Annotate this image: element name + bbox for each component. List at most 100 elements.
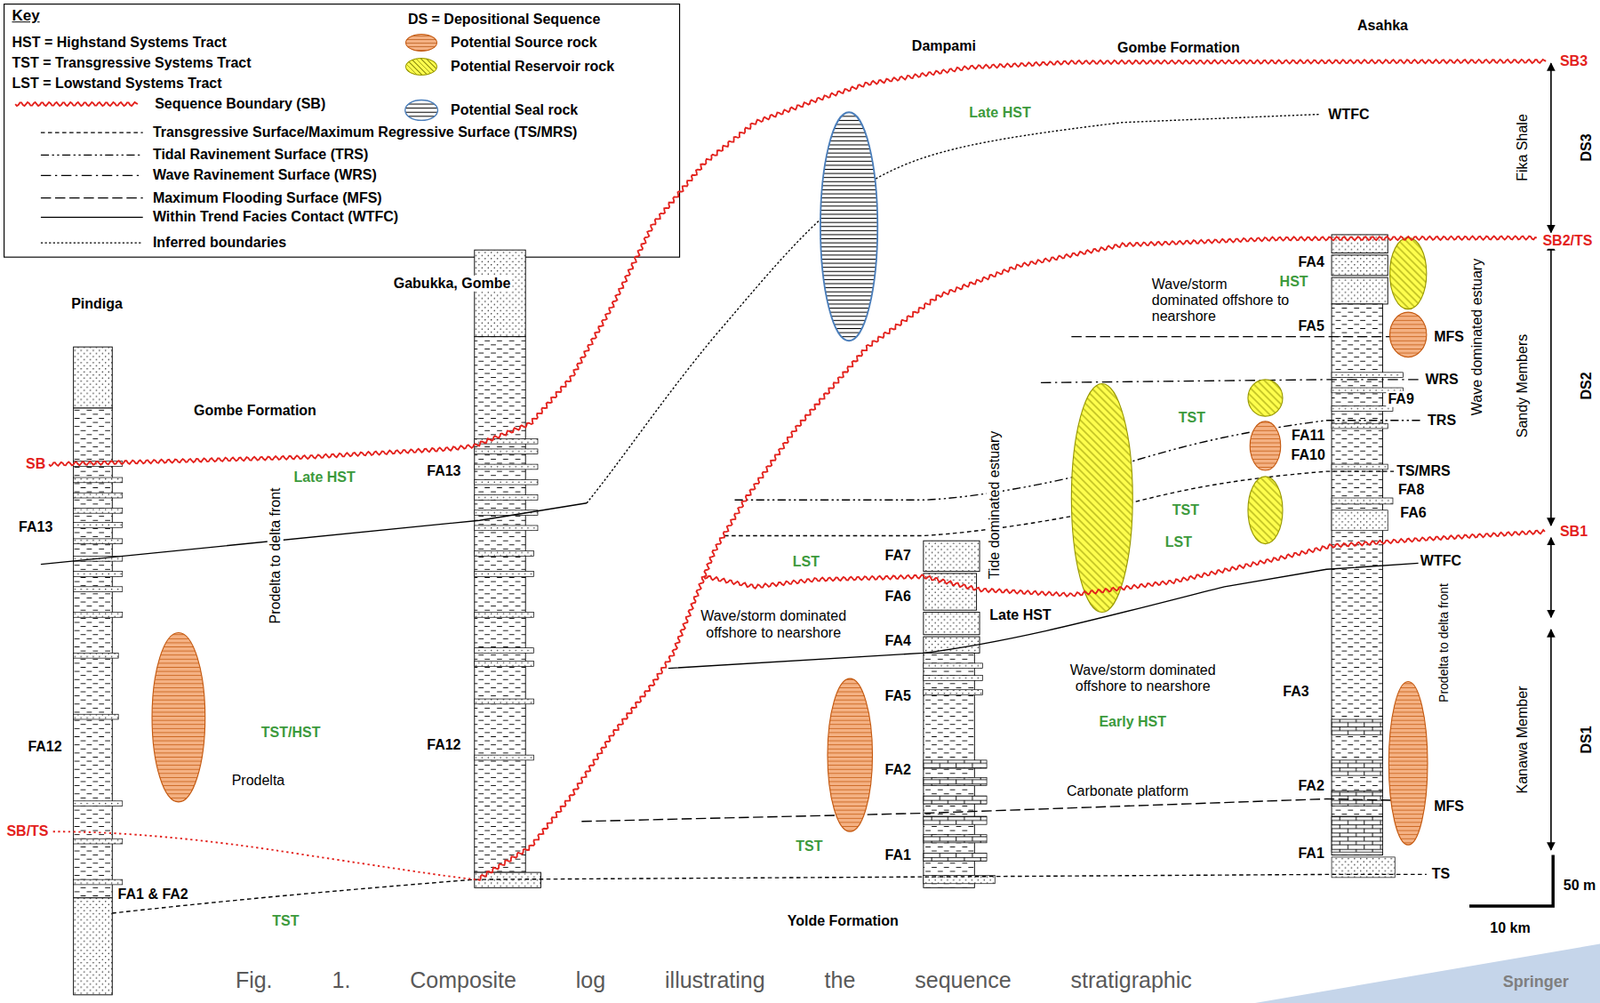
key-sequence-boundary-sample (15, 102, 138, 106)
log-label: FA1 (1296, 845, 1326, 862)
legend-text: Within Trend Facies Contact (WTFC) (151, 208, 400, 225)
environment-label: Tide dominated estuary (986, 429, 1003, 582)
log-label: FA11 (1289, 427, 1327, 444)
log-label: Dampami (910, 37, 978, 54)
systems-tract-label: HST (1278, 273, 1311, 290)
systems-tract-label: Late HST (291, 469, 357, 486)
environment-label: Wave/storm dominated offshore to nearsho… (1150, 276, 1297, 326)
systems-tract-label: TST (1170, 502, 1201, 519)
log-label: Pindiga (69, 296, 125, 312)
environment-label: Carbonate platform (1064, 783, 1191, 800)
log-label: FA5 (883, 687, 913, 704)
log-label: FA6 (883, 588, 913, 605)
log-label: FA4 (883, 632, 913, 648)
sequence-boundary-label: SB2/TS (1540, 232, 1594, 249)
log-label: FA10 (1289, 447, 1328, 464)
sequence-boundary-label: SB (24, 456, 48, 472)
systems-tract-label: TST (270, 912, 301, 929)
log-label: FA9 (1385, 390, 1416, 407)
log-label: FA4 (1296, 254, 1326, 271)
log-label: 50 m (1561, 877, 1598, 894)
systems-tract-label: Late HST (967, 104, 1032, 121)
environment-label: Wave/storm dominated offshore to nearsho… (695, 608, 852, 641)
environment-label: Prodelta to delta front (267, 486, 284, 626)
legend-text: Sequence Boundary (SB) (152, 96, 328, 112)
environment-label: Sandy Members (1514, 332, 1531, 440)
legend-text: HST = Highstand Systems Tract (9, 34, 228, 51)
log-label: Asahka (1355, 16, 1410, 33)
legend-text: Potential Reservoir rock (448, 57, 616, 74)
log-label: FA5 (1296, 318, 1326, 335)
log-label: TS (1430, 865, 1452, 882)
log-label: FA1 (883, 846, 913, 863)
sequence-label: DS3 (1578, 132, 1595, 164)
log-label: Gabukka, Gombe (392, 275, 513, 292)
legend-text: Potential Source rock (448, 34, 600, 51)
systems-tract-label: TST/HST (259, 724, 323, 741)
sequence-boundary-label: SB3 (1558, 53, 1590, 70)
log-label: TS/MRS (1394, 463, 1452, 480)
environment-label: Wave/storm dominated offshore to nearsho… (1054, 662, 1232, 696)
sequence-boundary (704, 529, 1545, 597)
log-label: MFS (1432, 797, 1466, 814)
sequence-boundary-label: SB1 (1558, 523, 1590, 540)
legend-text: LST = Lowstand Systems Tract (9, 75, 224, 92)
publisher-mark: Springer (1501, 972, 1571, 992)
scale-bar (1469, 855, 1553, 906)
systems-tract-label: LST (1163, 534, 1194, 551)
key-line-samples (40, 132, 144, 243)
legend-text: Potential Seal rock (448, 102, 580, 119)
log-label: FA3 (1280, 683, 1311, 700)
seal-sample (405, 99, 439, 120)
legend-text: Maximum Flooding Surface (MFS) (151, 189, 384, 206)
key-heading: Key (9, 8, 41, 26)
sequence-label: DS1 (1578, 723, 1595, 755)
environment-label: Prodelta to delta front (1436, 581, 1451, 704)
systems-tract-label: TST (1176, 409, 1208, 426)
log-label: Yolde Formation (785, 912, 901, 929)
legend-swatch (405, 33, 438, 52)
sequence-range-arrows (1550, 63, 1552, 850)
log-label: MFS (1432, 328, 1466, 344)
log-label: FA2 (883, 761, 913, 778)
log-label: TRS (1425, 412, 1458, 429)
log-label: Gombe Formation (192, 402, 319, 419)
legend-text: Wave Ravinement Surface (WRS) (151, 167, 379, 184)
log-label: FA12 (424, 736, 463, 752)
figure-caption: Fig. 1. Composite log illustrating the s… (233, 966, 1194, 992)
legend-text: TST = Transgressive Systems Tract (9, 55, 253, 72)
log-label: FA6 (1398, 504, 1428, 521)
stratal-surfaces (40, 114, 1427, 913)
legend-text: Inferred boundaries (151, 234, 288, 251)
legend-text: DS = Depositional Sequence (406, 11, 603, 28)
log-label: Late HST (987, 607, 1053, 624)
sequence-boundary-label: SB/TS (4, 823, 50, 840)
environment-label: Kanawa Member (1514, 683, 1531, 795)
log-label: WTFC (1326, 105, 1371, 122)
log-label: FA1 & FA2 (116, 886, 191, 903)
legend-text: Tidal Ravinement Surface (TRS) (151, 146, 370, 163)
sequence-boundary-inferred (53, 831, 476, 880)
publisher-band (1255, 943, 1600, 1003)
environment-label: Wave dominated estuary (1469, 256, 1486, 416)
log-label: FA2 (1296, 776, 1326, 793)
systems-tract-label: TST (793, 838, 824, 855)
key-box (4, 4, 680, 258)
log-label: FA7 (883, 547, 913, 564)
log-label: FA13 (424, 463, 463, 480)
systems-tract-label: LST (791, 553, 822, 570)
environment-label: Fika Shale (1514, 112, 1531, 184)
legend-text: Transgressive Surface/Maximum Regressive… (151, 124, 580, 141)
log-label: Gombe Formation (1115, 40, 1242, 56)
log-label: FA8 (1396, 481, 1426, 498)
systems-tract-label: Early HST (1096, 713, 1168, 730)
log-label: 10 km (1488, 920, 1532, 936)
environment-label: Prodelta (230, 772, 288, 789)
legend-swatch (405, 57, 438, 76)
sequence-boundary (48, 59, 1546, 466)
log-label: WTFC (1418, 552, 1464, 569)
sequence-boundary (477, 235, 1537, 880)
sequence-label: DS2 (1578, 369, 1595, 401)
lithology-logs (73, 234, 1404, 995)
